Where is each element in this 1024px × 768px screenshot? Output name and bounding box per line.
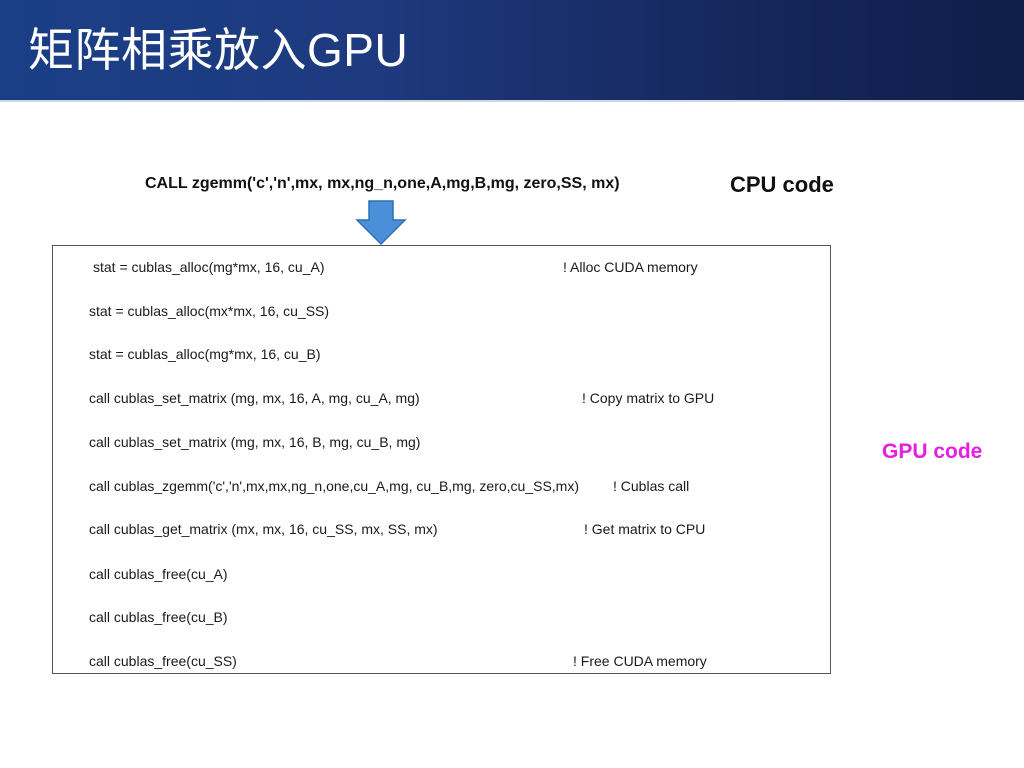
slide-title: 矩阵相乘放入GPU: [28, 24, 409, 76]
code-line-set-matrix-b: call cublas_set_matrix (mg, mx, 16, B, m…: [89, 434, 421, 450]
code-line-free-ss: call cublas_free(cu_SS): [89, 653, 237, 669]
comment-alloc-cuda-memory: ! Alloc CUDA memory: [563, 259, 698, 275]
gpu-code-label: GPU code: [882, 440, 983, 463]
code-line-cublas-zgemm: call cublas_zgemm('c','n',mx,mx,ng_n,one…: [89, 478, 579, 494]
comment-cublas-call: ! Cublas call: [613, 478, 690, 494]
down-arrow-icon: [355, 200, 407, 246]
code-line-free-a: call cublas_free(cu_A): [89, 566, 228, 582]
comment-get-matrix: ! Get matrix to CPU: [584, 521, 706, 537]
gpu-code-box: stat = cublas_alloc(mg*mx, 16, cu_A) ! A…: [52, 245, 831, 674]
code-line-free-b: call cublas_free(cu_B): [89, 609, 228, 625]
title-bar: 矩阵相乘放入GPU: [0, 0, 1024, 102]
code-line-alloc-a: stat = cublas_alloc(mg*mx, 16, cu_A): [93, 259, 325, 275]
code-line-alloc-ss: stat = cublas_alloc(mx*mx, 16, cu_SS): [89, 303, 330, 319]
cpu-code-label: CPU code: [730, 172, 834, 197]
cpu-call-line: CALL zgemm('c','n',mx, mx,ng_n,one,A,mg,…: [145, 175, 620, 192]
comment-copy-matrix: ! Copy matrix to GPU: [582, 390, 715, 406]
comment-free-cuda-memory: ! Free CUDA memory: [573, 653, 707, 669]
code-line-set-matrix-a: call cublas_set_matrix (mg, mx, 16, A, m…: [89, 390, 420, 406]
code-line-alloc-b: stat = cublas_alloc(mg*mx, 16, cu_B): [89, 346, 321, 362]
code-line-get-matrix: call cublas_get_matrix (mx, mx, 16, cu_S…: [89, 521, 438, 537]
